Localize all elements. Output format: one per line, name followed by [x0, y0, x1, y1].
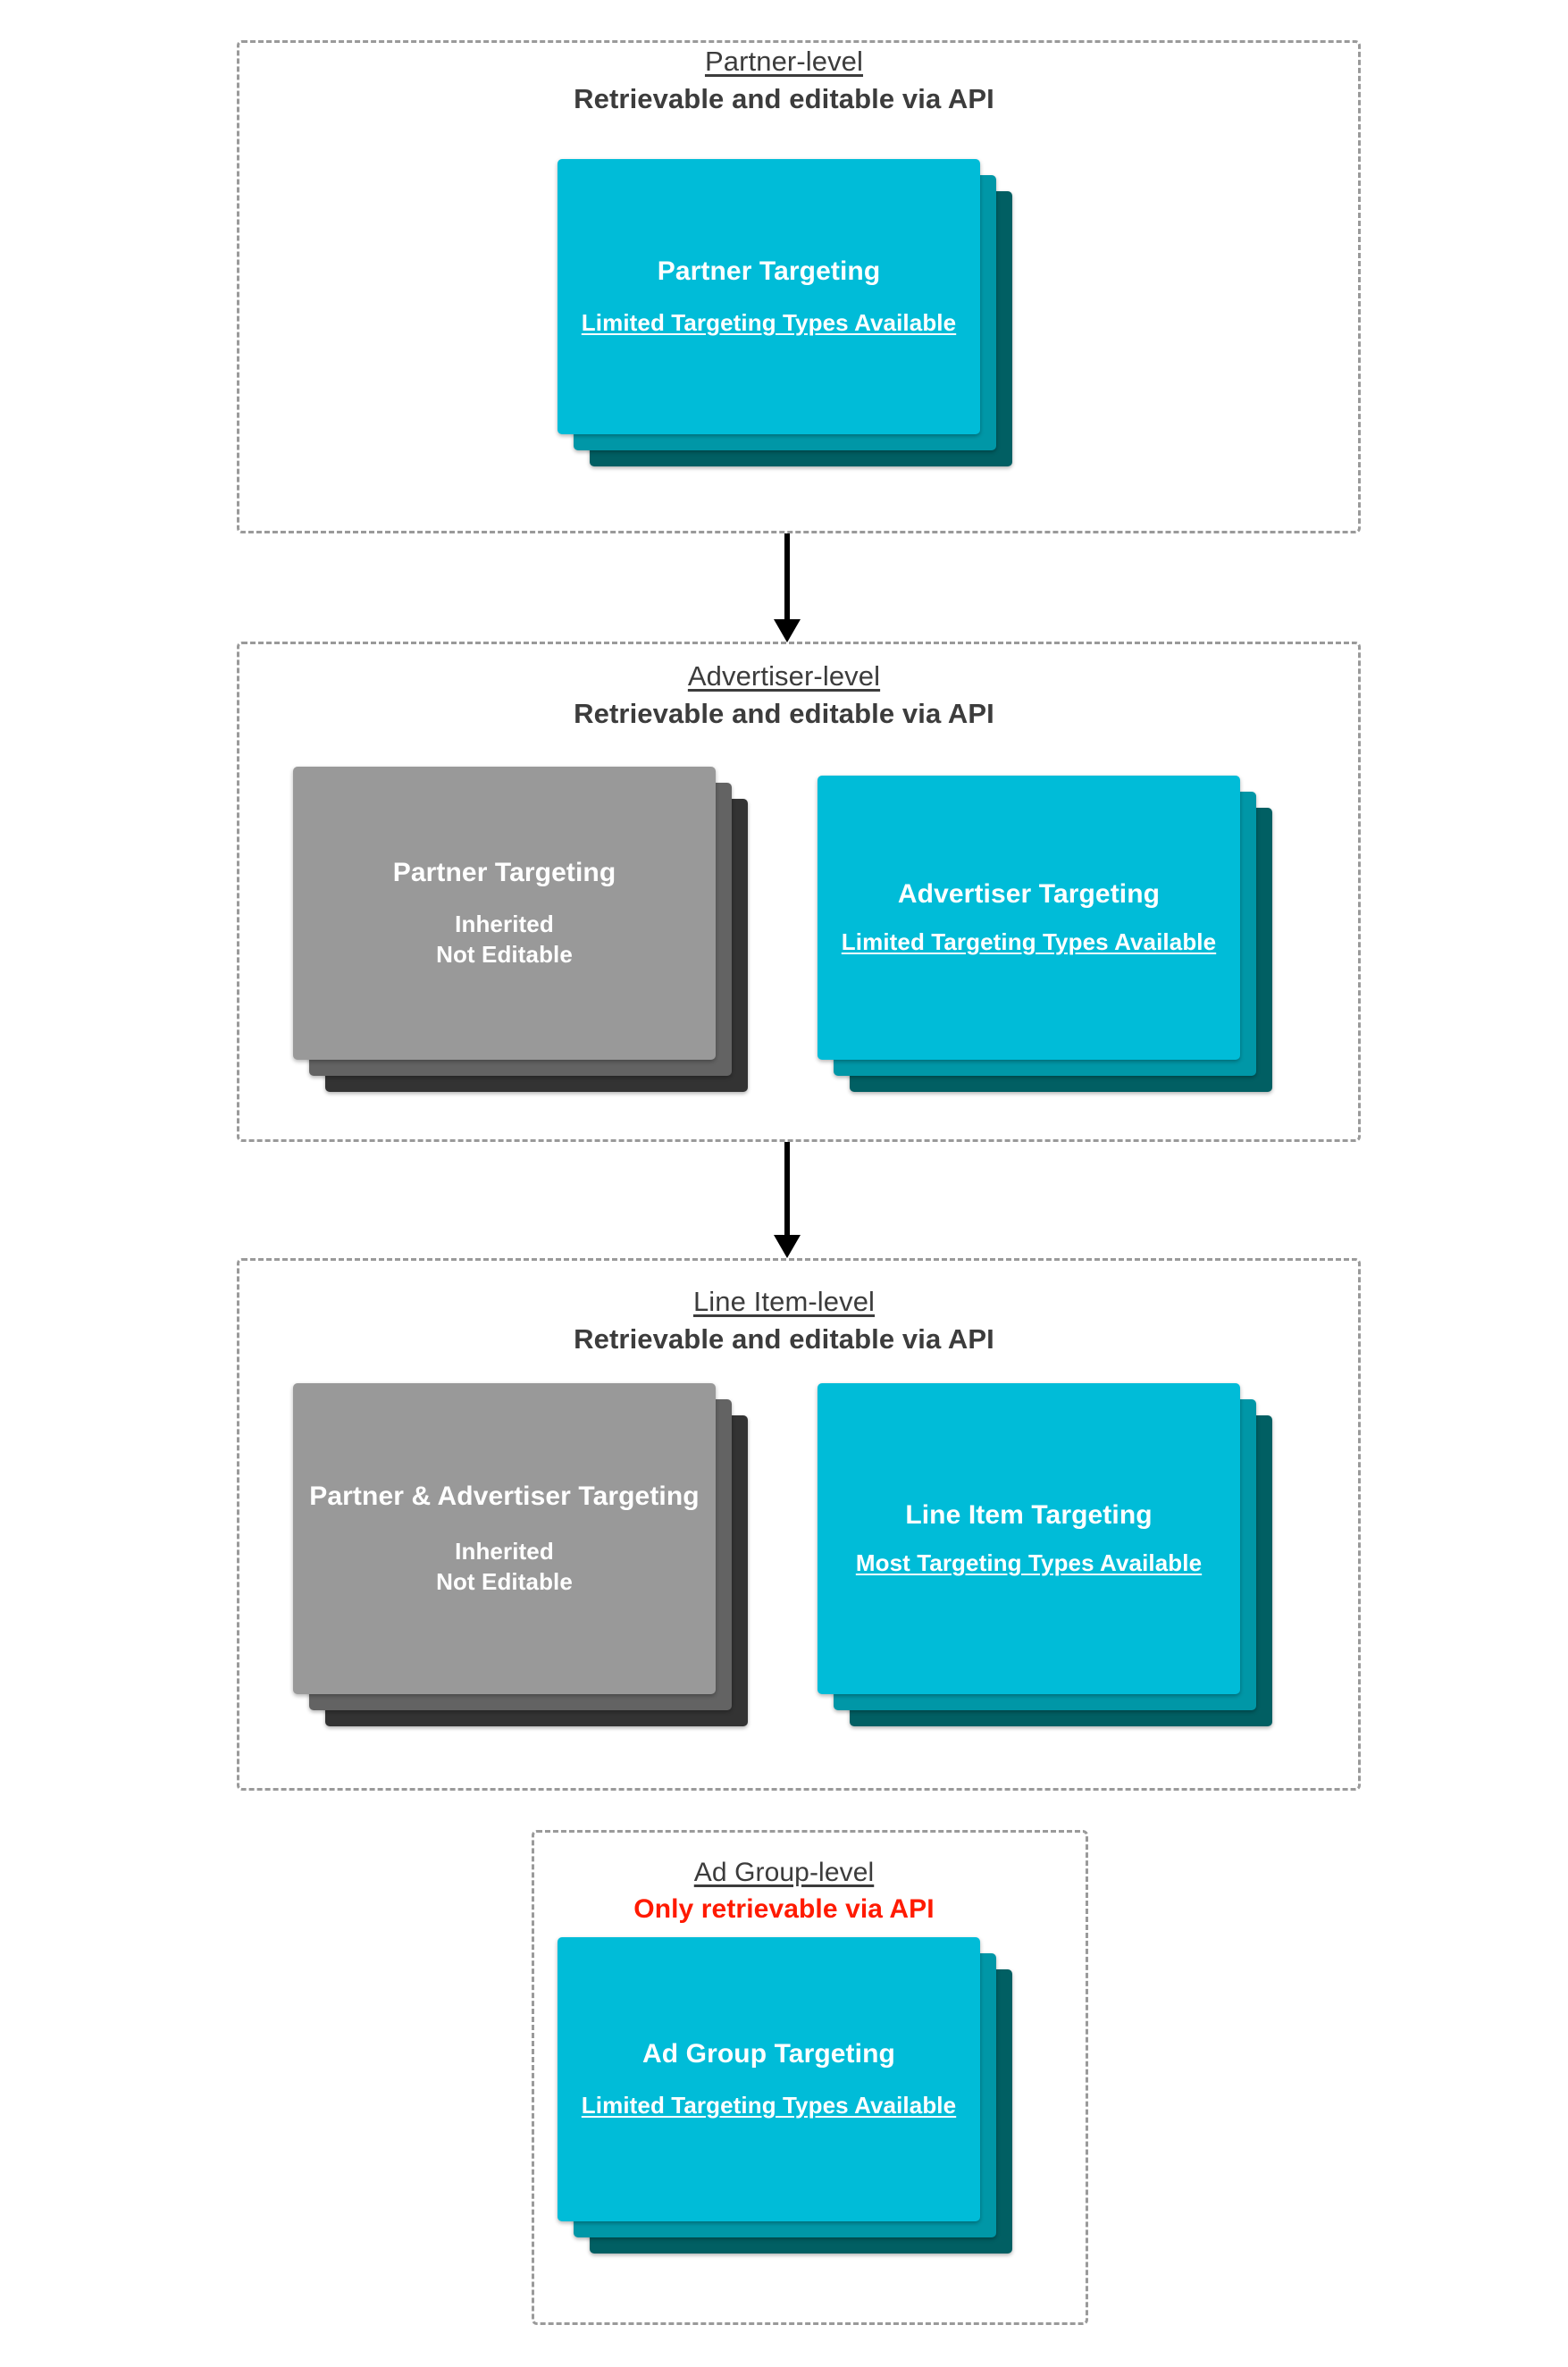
partner-level-title: Partner-level — [704, 46, 864, 77]
partner-level-subtitle: Retrievable and editable via API — [574, 82, 994, 114]
card-stack-front-layer: Line Item Targeting Most Targeting Types… — [818, 1383, 1240, 1694]
card-title: Partner & Advertiser Targeting — [309, 1481, 700, 1511]
partner-level-container — [237, 40, 1361, 533]
advertiser-level-heading: Advertiser-level Retrievable and editabl… — [0, 659, 1568, 731]
card-stack-front-layer: Partner Targeting Inherited Not Editable — [293, 767, 716, 1060]
card-adgroup-targeting: Ad Group Targeting Limited Targeting Typ… — [558, 1937, 1012, 2254]
card-stack-front-layer: Ad Group Targeting Limited Targeting Typ… — [558, 1937, 980, 2221]
card-subtitle: Limited Targeting Types Available — [581, 2092, 957, 2119]
card-advertiser-inherited-partner: Partner Targeting Inherited Not Editable — [293, 767, 748, 1092]
card-lineitem-targeting: Line Item Targeting Most Targeting Types… — [818, 1383, 1272, 1726]
card-title: Partner Targeting — [657, 256, 881, 286]
card-title: Line Item Targeting — [905, 1499, 1153, 1530]
arrow-shaft — [784, 1142, 790, 1235]
adgroup-level-subtitle: Only retrievable via API — [633, 1893, 935, 1924]
adgroup-level-title: Ad Group-level — [693, 1858, 875, 1887]
partner-level-heading: Partner-level Retrievable and editable v… — [0, 45, 1568, 116]
card-advertiser-targeting: Advertiser Targeting Limited Targeting T… — [818, 776, 1272, 1092]
card-stack-front-layer: Partner & Advertiser Targeting Inherited… — [293, 1383, 716, 1694]
advertiser-level-title: Advertiser-level — [687, 660, 881, 692]
card-title: Advertiser Targeting — [897, 878, 1161, 909]
card-title: Ad Group Targeting — [642, 2038, 895, 2069]
adgroup-level-heading: Ad Group-level Only retrievable via API — [0, 1857, 1568, 1926]
advertiser-level-subtitle: Retrievable and editable via API — [574, 697, 994, 729]
card-stack-front-layer: Partner Targeting Limited Targeting Type… — [558, 159, 980, 434]
card-subtitle: Limited Targeting Types Available — [581, 309, 957, 337]
card-subtitle: Most Targeting Types Available — [855, 1549, 1203, 1577]
card-subtitle: Limited Targeting Types Available — [841, 928, 1217, 956]
card-subtitle: Inherited Not Editable — [436, 911, 573, 969]
card-lineitem-inherited: Partner & Advertiser Targeting Inherited… — [293, 1383, 748, 1726]
arrow-shaft — [784, 533, 790, 619]
lineitem-level-container — [237, 1258, 1361, 1791]
lineitem-level-subtitle: Retrievable and editable via API — [574, 1322, 994, 1355]
adgroup-level-container — [532, 1830, 1088, 2325]
card-stack-front-layer: Advertiser Targeting Limited Targeting T… — [818, 776, 1240, 1060]
lineitem-level-heading: Line Item-level Retrievable and editable… — [0, 1285, 1568, 1356]
card-subtitle: Inherited Not Editable — [436, 1538, 573, 1596]
advertiser-level-container — [237, 642, 1361, 1142]
lineitem-level-title: Line Item-level — [692, 1286, 876, 1317]
card-partner-targeting: Partner Targeting Limited Targeting Type… — [558, 159, 1012, 466]
arrow-head-icon — [774, 1235, 801, 1258]
arrow-head-icon — [774, 619, 801, 642]
card-title: Partner Targeting — [392, 858, 616, 887]
